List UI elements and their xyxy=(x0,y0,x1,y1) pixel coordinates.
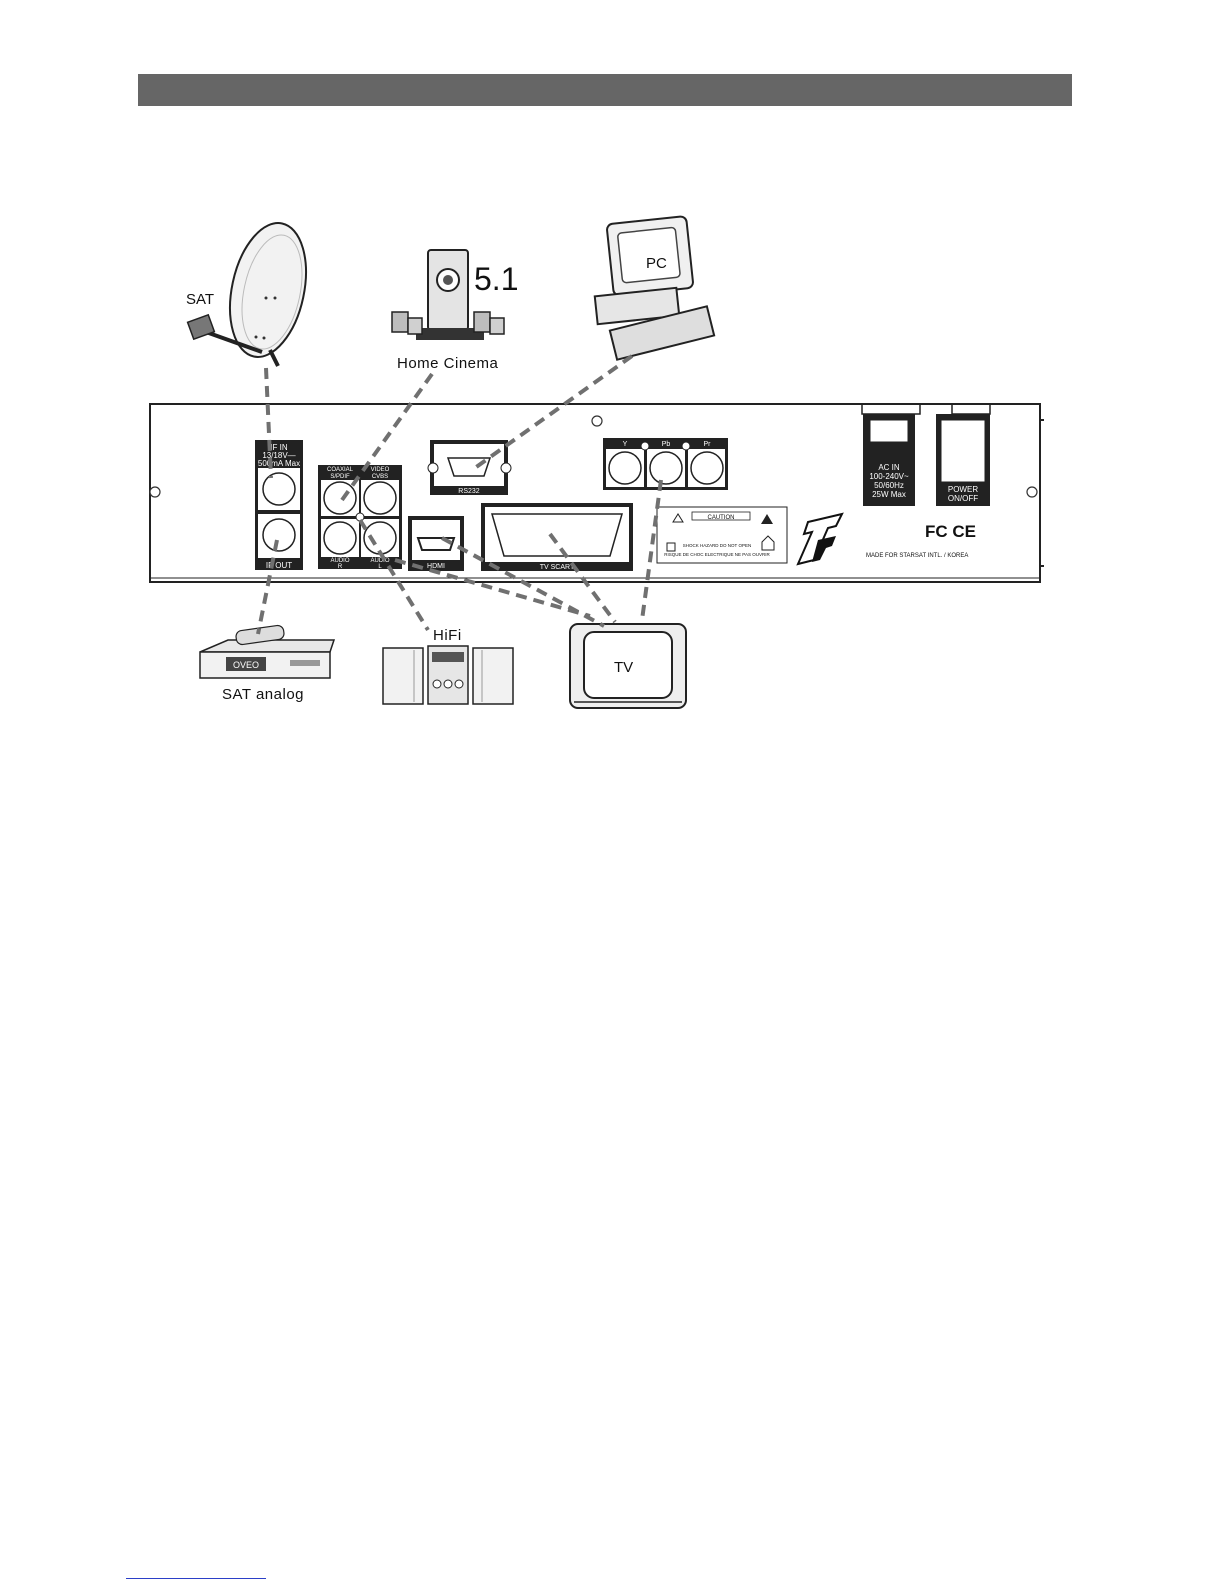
pc-icon xyxy=(593,215,716,361)
audio-l-label: AUDIO xyxy=(370,558,389,564)
connection-sat-to-if-in xyxy=(264,367,273,479)
spdif-label: S/PDIF xyxy=(330,474,350,480)
connection-if-out-to-sat-analog xyxy=(256,539,279,635)
if-out-label: IF OUT xyxy=(266,561,292,570)
sat-label: SAT xyxy=(186,291,214,308)
ac-in-voltage-label: 100-240V~ xyxy=(869,472,909,481)
cvbs-label: CVBS xyxy=(372,474,388,480)
power-switch xyxy=(936,414,990,506)
power-onoff-label: ON/OFF xyxy=(948,494,978,503)
home-cinema-label: Home Cinema xyxy=(397,355,499,372)
footer-line xyxy=(126,1578,266,1579)
rs232-label: RS232 xyxy=(458,488,480,495)
caution-title: CAUTION xyxy=(708,515,735,521)
power-label: POWER xyxy=(948,485,978,494)
caution-line2: RISQUE DE CHOC ELECTRIQUE NE PAS OUVRIR xyxy=(664,552,770,557)
header-bar xyxy=(138,74,1072,106)
audio-r-channel-label: R xyxy=(338,564,343,570)
if-in-label: IF IN xyxy=(270,443,288,452)
analog-display-text: OVEO xyxy=(233,660,259,670)
sat-analog-label: SAT analog xyxy=(222,686,304,703)
home-cinema-icon xyxy=(391,249,505,340)
connection-scart-to-tv xyxy=(548,532,617,624)
hifi-label: HiFi xyxy=(433,627,462,644)
hdmi-port xyxy=(408,516,464,571)
connection-component-to-tv xyxy=(640,479,663,621)
if-port-block xyxy=(255,440,303,570)
connection-audio-to-hifi xyxy=(358,518,430,632)
tv-scart-port xyxy=(481,503,633,571)
component-port-block xyxy=(603,438,728,490)
hifi-icon xyxy=(382,645,514,705)
pr-label: Pr xyxy=(704,441,712,448)
ac-in-socket xyxy=(863,414,915,506)
surround-label: 5.1 xyxy=(474,261,518,297)
audio-r-label: AUDIO xyxy=(330,558,349,564)
tv-label: TV xyxy=(614,659,633,676)
pb-label: Pb xyxy=(662,441,671,448)
rs232-port xyxy=(427,440,512,495)
hdmi-label: HDMI xyxy=(427,563,445,570)
coaxial-label: COAXIAL xyxy=(327,467,354,473)
video-label: VIDEO xyxy=(371,467,390,473)
satellite-dish-icon xyxy=(186,222,307,367)
certification-marks: FC CE xyxy=(925,522,976,541)
y-label: Y xyxy=(623,441,628,448)
rca-port-block xyxy=(318,465,402,569)
connection-lines xyxy=(256,354,663,635)
made-for-label: MADE FOR STARSAT INTL. / KOREA xyxy=(866,553,968,559)
caution-sticker xyxy=(656,506,788,564)
connection-home-cinema-to-spdif xyxy=(340,372,434,502)
tv-icon xyxy=(569,623,687,709)
if-in-current-label: 500mA Max xyxy=(258,459,300,468)
connection-pc-to-rs232 xyxy=(470,354,634,472)
sat-analog-receiver-icon xyxy=(199,624,336,679)
brand-logo-icon xyxy=(796,512,844,566)
if-in-voltage-label: 13/18V— xyxy=(262,451,295,460)
caution-line1: SHOCK HAZARD DO NOT OPEN xyxy=(683,543,751,548)
audio-l-channel-label: L xyxy=(378,564,382,570)
ac-in-label: AC IN xyxy=(878,463,900,472)
tv-scart-label: TV SCART xyxy=(540,564,575,571)
connection-cvbs-to-tv xyxy=(394,558,591,618)
ac-in-frequency-label: 50/60Hz xyxy=(874,481,904,490)
pc-label: PC xyxy=(646,255,667,272)
ac-in-power-label: 25W Max xyxy=(872,490,906,499)
